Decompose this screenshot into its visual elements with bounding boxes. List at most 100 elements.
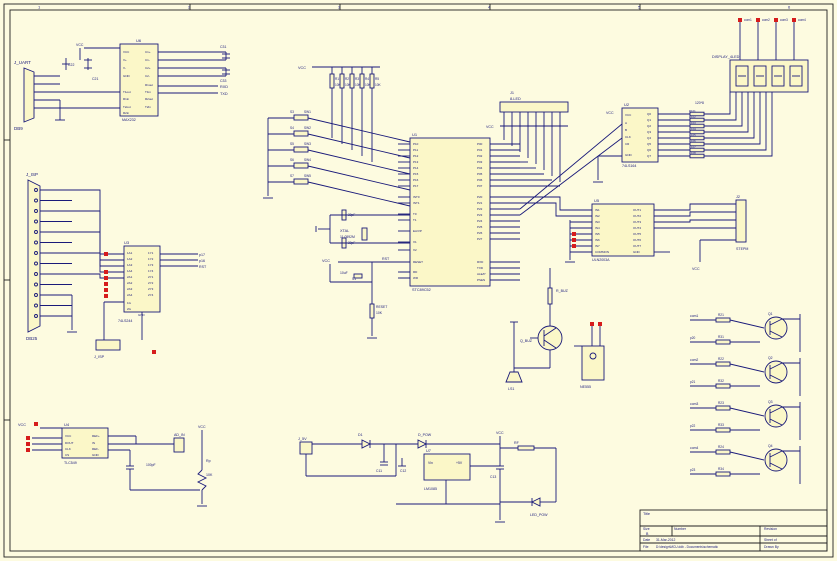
resistor-label: R4 [365, 77, 369, 81]
u5-pin-label: IN2 [595, 214, 600, 218]
key-label: S5 [290, 142, 294, 146]
isp-pin [34, 314, 38, 318]
uart-connector-label: J_UART [14, 60, 31, 65]
svg-text:C13: C13 [490, 475, 496, 479]
mcu-pin-label: P25 [477, 225, 483, 229]
mcu-ref: U1 [412, 132, 418, 137]
pin-marker [598, 322, 602, 326]
u2-chip [621, 107, 659, 163]
mcu-pin-label: P03 [477, 160, 483, 164]
pin-marker [738, 18, 742, 22]
segment-resistor-label: R104 [689, 127, 696, 131]
segment-resistor-label: R108 [689, 151, 696, 155]
com-label: com1 [690, 314, 698, 318]
pin-marker [756, 18, 760, 22]
svg-text:Q_BUZ: Q_BUZ [520, 339, 533, 343]
svg-text:Vin: Vin [428, 461, 433, 465]
title-block: Title Size B Number Revision Date 31-Mar… [639, 509, 828, 552]
xtal-freq: 11.0592M [340, 235, 355, 239]
u5-pin-label: GND [633, 250, 641, 254]
max232-name: MAX232 [122, 118, 136, 122]
svg-text:CLK: CLK [65, 447, 71, 451]
svg-text:2A4: 2A4 [127, 293, 133, 297]
svg-text:T2in: T2in [145, 105, 151, 109]
svg-text:VCC: VCC [65, 434, 72, 438]
mcu-pin-label: P14 [413, 166, 419, 170]
vcc-label: VCC [322, 259, 330, 263]
resistor-label: R22 [718, 357, 724, 361]
svg-text:1A4: 1A4 [127, 269, 133, 273]
key-switch [293, 162, 309, 169]
rst-net: RST [382, 257, 390, 261]
svg-text:C1-: C1- [145, 58, 150, 62]
size-value: B [646, 532, 649, 536]
driver-transistor [764, 404, 788, 428]
regulator [423, 453, 471, 481]
mcu-pin-label: P20 [477, 195, 483, 199]
file-label: File [643, 545, 649, 549]
svg-text:1A3: 1A3 [127, 263, 133, 267]
segment-resistor-label: R105 [689, 133, 696, 137]
mcu-pin-label: INT1 [413, 201, 420, 205]
mcu-pin-label: RD [413, 270, 418, 274]
svg-text:S1: S1 [352, 277, 356, 281]
ad-in-connector [173, 437, 185, 453]
mcu-pin-label: RXD [477, 260, 484, 264]
com-label: com2 [762, 18, 770, 22]
u2-pin-label: Q0 [647, 112, 651, 116]
isp-pin [34, 282, 38, 287]
digit-frame [771, 65, 785, 87]
net-label: p20 [690, 336, 696, 340]
isp-pin [34, 198, 38, 203]
txd-net: TXD [220, 92, 228, 96]
pin-marker [572, 238, 576, 242]
svg-text:1Y2: 1Y2 [148, 257, 154, 261]
mcu-pin-label: T1 [413, 218, 417, 222]
sheet-border: 1 2 3 4 5 6 [3, 3, 834, 558]
reset-cap: 10uF [340, 271, 348, 275]
resistor-label: R33 [718, 423, 724, 427]
display-section: J1 8-LED VCC U2 74LS164 VCC A B CLK CR G… [486, 18, 809, 216]
mcu-pin-label: TXD [477, 266, 484, 270]
mcu-pin-label: WR [413, 276, 419, 280]
potentiometer [196, 469, 208, 491]
u2-pin-label: Q4 [647, 136, 651, 140]
segment-resistor-label: R101 [689, 109, 696, 113]
svg-text:GND: GND [92, 453, 100, 457]
speaker [505, 371, 523, 383]
j-isp-header [95, 339, 121, 351]
mcu-pin-label: P12 [413, 154, 419, 158]
mcu-pin-label: P02 [477, 154, 483, 158]
transistor-label: Q1 [768, 312, 773, 316]
svg-text:ULN2003A: ULN2003A [592, 258, 610, 262]
size-label: Size [643, 527, 650, 531]
svg-text:V-: V- [123, 66, 126, 70]
isp-pin [34, 303, 38, 308]
com-label: com3 [780, 18, 788, 22]
svg-text:T2out: T2out [123, 105, 131, 109]
svg-text:GND: GND [625, 153, 633, 157]
mcu-pin-label: T0 [413, 212, 417, 216]
svg-text:T1out: T1out [123, 90, 131, 94]
isp-pin [34, 240, 38, 245]
svg-text:J_5V: J_5V [298, 437, 307, 441]
pullup-resistor [329, 73, 335, 89]
cap-label: C21 [92, 77, 98, 81]
isp-pin [34, 219, 38, 224]
u2-pin-label: Q2 [647, 124, 651, 128]
mcu-pin-label: P11 [413, 148, 418, 152]
mcu-chip [409, 137, 491, 287]
com-label: com1 [744, 18, 752, 22]
u3-chip [123, 245, 161, 313]
mcu-pin-label: P26 [477, 231, 483, 235]
mcu-pin-label: P13 [413, 160, 419, 164]
col-label: 4 [488, 5, 491, 10]
pin-marker [104, 270, 108, 274]
diode-d-pow [417, 439, 428, 449]
digit-frame [735, 65, 749, 87]
svg-text:R2in: R2in [123, 111, 130, 115]
title-label: Title [643, 512, 650, 516]
file-value: D:\design\MCU.ddb - Documents\schematic [656, 545, 718, 549]
svg-text:1A2: 1A2 [127, 257, 133, 261]
